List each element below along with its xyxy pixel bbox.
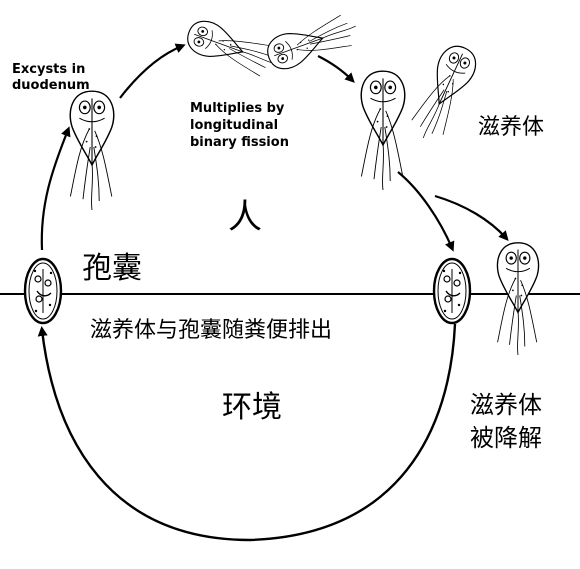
environment-label: 环境 <box>222 390 282 425</box>
fission-label-line2: longitudinal <box>190 118 278 133</box>
excyst-label-line1: Excysts in <box>12 62 85 77</box>
excretion-label: 滋养体与孢囊随粪便排出 <box>90 318 332 343</box>
excyst-label-line2: duodenum <box>12 78 90 93</box>
cyst-label: 孢囊 <box>82 251 142 286</box>
excysted-trophozoite-illustration <box>69 90 115 211</box>
trophozoite-illustration-side <box>406 39 483 147</box>
human-label: 人 <box>228 197 262 237</box>
arrow-to-degraded-trophozoite <box>434 194 509 241</box>
degraded-label-line2: 被降解 <box>470 424 542 452</box>
cyst-illustration-right <box>432 257 472 325</box>
fission-label-line3: binary fission <box>190 135 289 150</box>
arrow-cyst-to-excyst <box>40 126 71 251</box>
arrow-excyst-to-fission <box>119 43 186 99</box>
cyst-illustration-left <box>23 257 63 325</box>
arrow-environment-return <box>37 323 457 542</box>
degraded-trophozoite-illustration <box>496 242 540 356</box>
fission-label-line1: Multiplies by <box>190 101 285 116</box>
arrow-trophozoite-to-cyst <box>397 171 455 252</box>
binary-fission-illustration <box>182 9 363 81</box>
degraded-label-line1: 滋养体 <box>470 391 542 419</box>
arrow-fission-to-trophozoite <box>317 55 355 83</box>
trophozoite-label: 滋养体 <box>478 115 544 140</box>
